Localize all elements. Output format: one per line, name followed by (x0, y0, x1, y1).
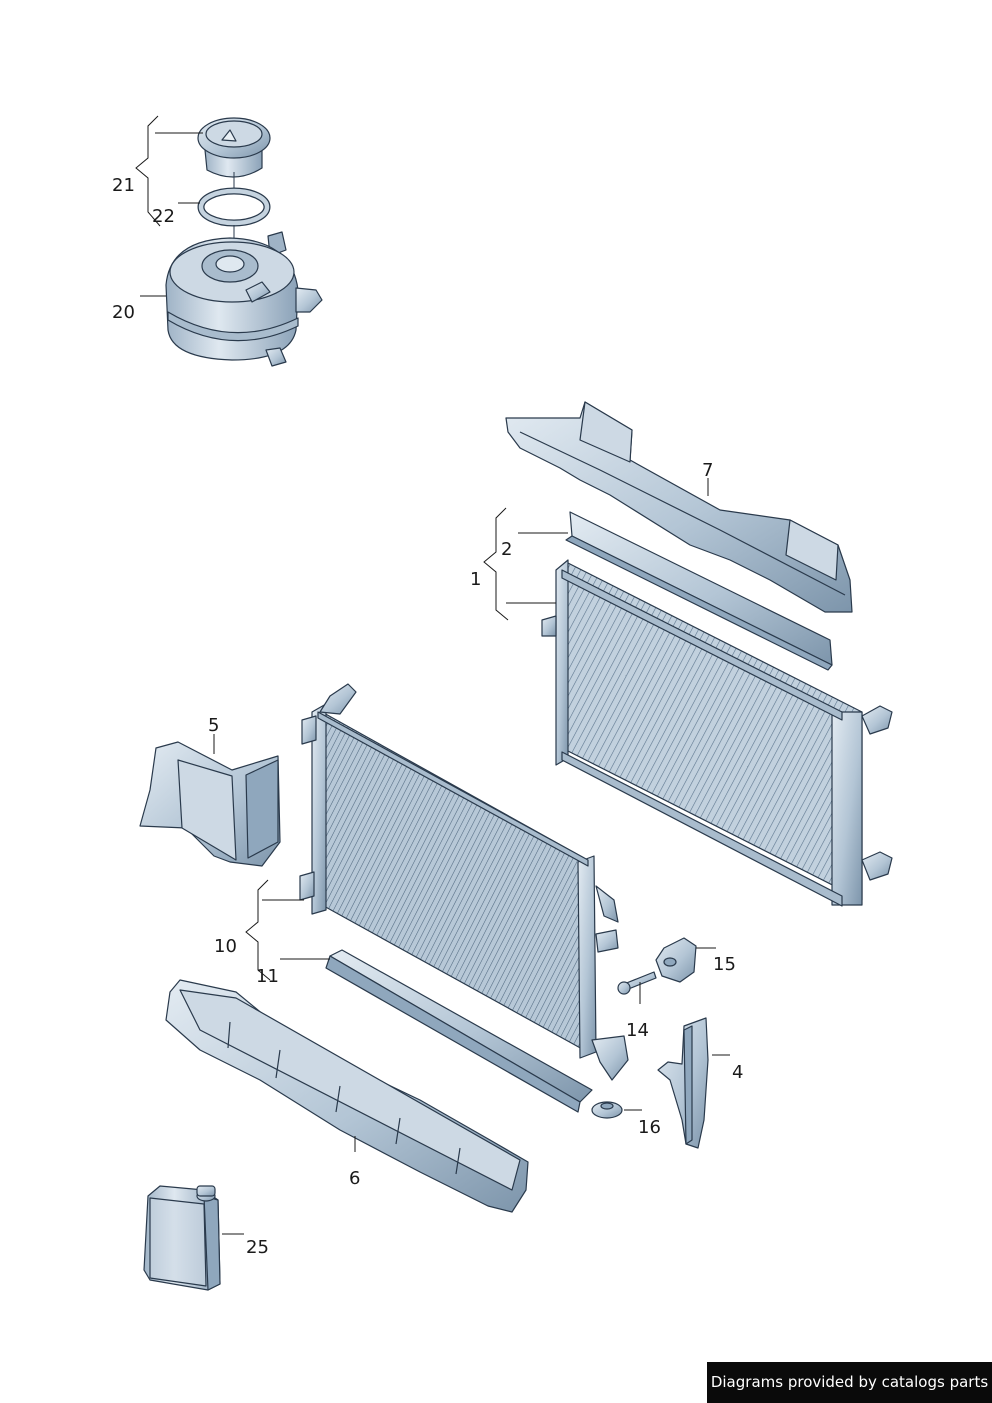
label-7: 7 (702, 460, 713, 481)
label-15: 15 (713, 954, 736, 975)
label-20: 20 (112, 302, 135, 323)
label-25: 25 (246, 1237, 269, 1258)
cap-part-21 (197, 117, 271, 190)
condenser-part-10 (299, 683, 629, 1081)
label-6: 6 (349, 1168, 360, 1189)
seal-ring-part-22 (197, 187, 271, 258)
label-4: 4 (732, 1062, 743, 1083)
bracket-part-15 (655, 937, 697, 983)
radiator-part-1 (541, 559, 893, 907)
air-guide-top-part-7 (505, 401, 853, 613)
label-22: 22 (152, 206, 175, 227)
credit-banner: Diagrams provided by catalogs parts (707, 1362, 992, 1403)
grommet-part-16 (591, 1101, 623, 1119)
label-16: 16 (638, 1117, 661, 1138)
label-2: 2 (501, 539, 512, 560)
leader-lines (135, 115, 730, 1235)
seal-strip-part-2 (565, 511, 833, 671)
side-air-guide-part-5 (139, 741, 281, 867)
part-labels: 21 22 20 7 2 1 5 10 15 11 14 4 16 6 25 (112, 175, 743, 1258)
label-21: 21 (112, 175, 135, 196)
label-5: 5 (208, 715, 219, 736)
label-1: 1 (470, 569, 481, 590)
side-bracket-part-4 (657, 1017, 709, 1149)
screw-part-14 (617, 971, 657, 995)
lower-air-guide-part-6 (165, 979, 529, 1213)
label-10: 10 (214, 936, 237, 957)
coolant-bottle-part-25 (143, 1185, 221, 1291)
label-14: 14 (626, 1020, 649, 1041)
seal-strip-part-11 (325, 949, 593, 1113)
expansion-tank-part-20 (165, 231, 323, 367)
label-11: 11 (256, 966, 279, 987)
